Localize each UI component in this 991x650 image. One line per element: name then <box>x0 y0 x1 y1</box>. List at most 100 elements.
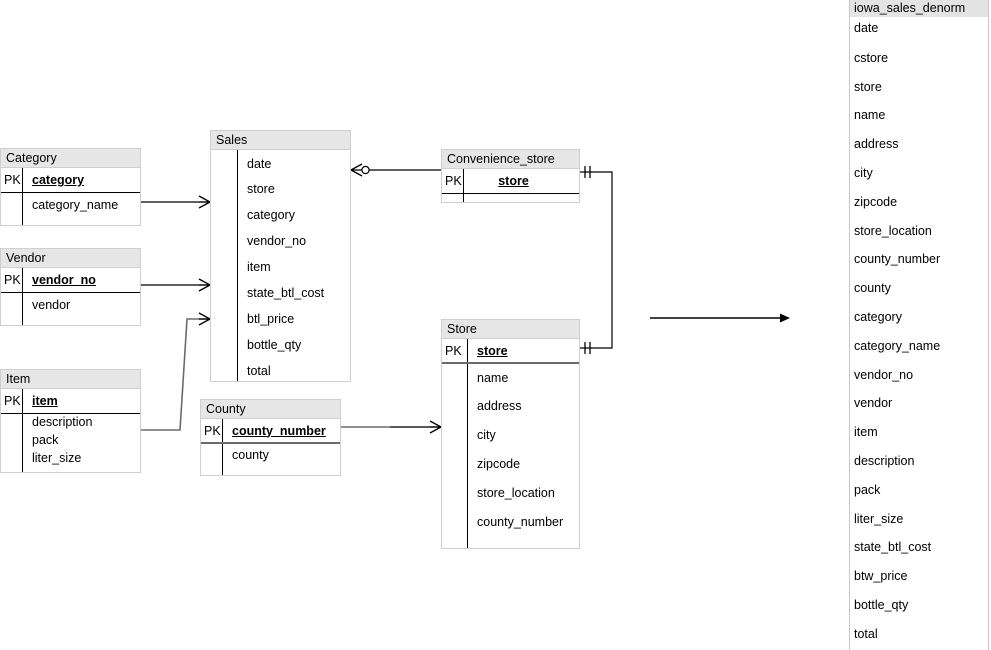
field-row-empty <box>442 193 579 202</box>
pk-separator <box>1 192 140 193</box>
field-row: total <box>211 358 350 384</box>
pk-field-name: store <box>477 343 508 358</box>
denorm-column: item <box>854 425 878 440</box>
denorm-column: category_name <box>854 338 941 353</box>
pk-row-convenience-store: PK store <box>442 169 579 193</box>
denorm-column: bottle_qty <box>854 597 909 612</box>
field-row: pack <box>1 431 140 449</box>
entity-title-item: Item <box>1 370 140 389</box>
field-row: store <box>211 176 350 202</box>
denorm-column: county_number <box>854 252 941 267</box>
pk-field-name: vendor_no <box>32 273 96 287</box>
field-name: state_btl_cost <box>247 286 325 300</box>
column-divider <box>237 150 238 381</box>
column-divider <box>22 389 23 472</box>
denorm-column: store_location <box>854 223 932 238</box>
denorm-column: address <box>854 137 899 152</box>
field-name: store <box>247 182 275 196</box>
entity-title-store: Store <box>442 320 579 339</box>
entity-body-item: PK item description pack liter_size <box>1 389 140 472</box>
pk-label: PK <box>4 394 21 408</box>
denorm-column: cstore <box>854 50 889 65</box>
column-divider <box>463 169 464 202</box>
entity-category[interactable]: Category PK category category_name <box>0 148 141 226</box>
pk-separator <box>1 292 140 293</box>
field-name: county <box>232 447 269 462</box>
entity-title-convenience-store: Convenience_store <box>442 150 579 169</box>
field-row: vendor <box>1 292 140 318</box>
pk-label: PK <box>204 423 221 438</box>
denorm-table-panel[interactable]: iowa_sales_denorm date cstore store name… <box>849 0 989 650</box>
entity-body-vendor: PK vendor_no vendor <box>1 268 140 325</box>
entity-body-sales: date store category vendor_no item state… <box>211 150 350 381</box>
entity-title-vendor: Vendor <box>1 249 140 268</box>
pk-row-county: PK county_number <box>201 419 340 442</box>
field-name: category <box>247 208 295 222</box>
field-row: city <box>442 420 579 449</box>
field-name: description <box>32 415 93 429</box>
pk-label: PK <box>4 173 21 187</box>
denorm-table-title: iowa_sales_denorm <box>850 0 988 17</box>
pk-field-name: item <box>32 394 58 408</box>
entity-county[interactable]: County PK county_number county <box>200 399 341 476</box>
pk-row-category: PK category <box>1 168 140 192</box>
field-name: vendor <box>32 298 71 312</box>
pk-separator <box>201 442 340 444</box>
denorm-column: state_btl_cost <box>854 540 932 555</box>
entity-body-category: PK category category_name <box>1 168 140 225</box>
entity-store[interactable]: Store PK store name address city z <box>441 319 580 549</box>
entity-body-store: PK store name address city zipcode <box>442 339 579 548</box>
pk-row-item: PK item <box>1 389 140 413</box>
entity-convenience-store[interactable]: Convenience_store PK store <box>441 149 580 203</box>
column-divider <box>22 168 23 225</box>
field-name: county_number <box>477 514 564 529</box>
entity-item[interactable]: Item PK item description pack liter_size <box>0 369 141 473</box>
pk-separator <box>442 193 579 194</box>
field-row: store_location <box>442 478 579 507</box>
field-row: bottle_qty <box>211 332 350 358</box>
field-row: vendor_no <box>211 228 350 254</box>
field-row: address <box>442 391 579 420</box>
denorm-column: pack <box>854 482 881 497</box>
column-divider <box>222 419 223 475</box>
pk-label: PK <box>4 273 21 287</box>
field-name: liter_size <box>32 451 82 465</box>
entity-sales[interactable]: Sales date store category vendor_no item <box>210 130 351 382</box>
field-name: address <box>477 398 522 413</box>
denorm-column: vendor_no <box>854 367 914 382</box>
denorm-column: vendor <box>854 396 893 411</box>
field-row: name <box>442 362 579 391</box>
field-name: total <box>247 364 271 378</box>
denorm-column: city <box>854 165 873 180</box>
denorm-column: county <box>854 281 891 296</box>
entity-vendor[interactable]: Vendor PK vendor_no vendor <box>0 248 141 326</box>
pk-separator <box>442 362 579 364</box>
entity-body-convenience-store: PK store <box>442 169 579 202</box>
denorm-column: store <box>854 79 882 94</box>
denorm-column: description <box>854 453 915 468</box>
field-name: store_location <box>477 485 555 500</box>
field-name: category_name <box>32 198 119 212</box>
pk-separator <box>1 413 140 414</box>
entity-title-category: Category <box>1 149 140 168</box>
field-row: zipcode <box>442 449 579 478</box>
field-row: county_number <box>442 507 579 536</box>
entity-title-county: County <box>201 400 340 419</box>
denorm-column: total <box>854 626 878 641</box>
field-name: vendor_no <box>247 234 307 248</box>
field-name: bottle_qty <box>247 338 302 352</box>
field-name: zipcode <box>477 456 521 471</box>
denorm-column: zipcode <box>854 194 898 209</box>
pk-label: PK <box>445 343 462 358</box>
column-divider <box>22 268 23 325</box>
field-row: category_name <box>1 192 140 218</box>
column-divider <box>467 339 468 548</box>
connector-county-store <box>341 420 442 434</box>
denorm-column-list: date cstore store name address city zipc… <box>850 17 988 650</box>
field-name: btl_price <box>247 312 295 326</box>
field-name: city <box>477 427 496 442</box>
denorm-column: btw_price <box>854 569 908 584</box>
denorm-column: date <box>854 21 879 35</box>
field-name: item <box>247 260 271 274</box>
field-name: date <box>247 157 272 171</box>
